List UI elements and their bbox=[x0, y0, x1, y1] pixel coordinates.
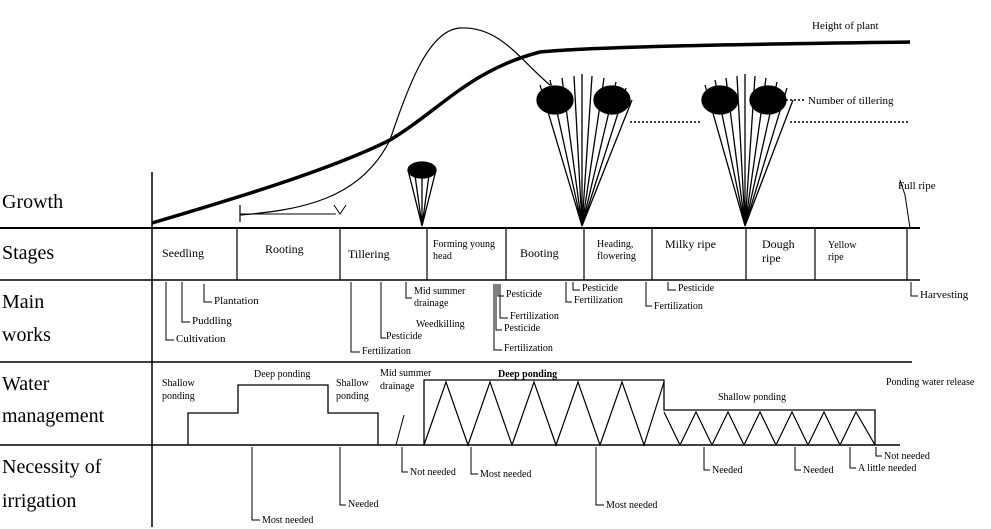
stage-milky-ripe: Milky ripe bbox=[665, 238, 716, 250]
row-label-stages: Stages bbox=[2, 243, 54, 263]
row-label-growth: Growth bbox=[2, 192, 63, 212]
full-ripe-label: Full ripe bbox=[898, 181, 936, 192]
stage-yellow-ripe: Yellow ripe bbox=[828, 240, 868, 264]
height-of-plant-label: Height of plant bbox=[812, 21, 879, 32]
stage-heading-flowering: Heading, flowering bbox=[597, 239, 647, 262]
stage-rooting: Rooting bbox=[265, 243, 304, 255]
water-mid-summer-drainage: Mid summer drainage bbox=[380, 367, 440, 393]
row-label-main-works-1: Main bbox=[2, 292, 44, 312]
irrigation-not-needed-2: Not needed bbox=[884, 452, 930, 462]
work-pesticide-3: Pesticide bbox=[504, 324, 540, 334]
water-deep-ponding-1: Deep ponding bbox=[254, 370, 310, 380]
row-label-irrigation-2: irrigation bbox=[2, 491, 76, 511]
number-of-tillering-curve bbox=[240, 28, 550, 215]
stage-dough-ripe: Dough ripe bbox=[762, 237, 812, 266]
work-puddling: Puddling bbox=[192, 316, 232, 327]
height-of-plant-curve bbox=[152, 42, 910, 223]
plant-booting-icon bbox=[537, 74, 632, 226]
irrigation-most-needed-2: Most needed bbox=[480, 470, 531, 480]
irrigation-needed-2: Needed bbox=[712, 466, 743, 476]
work-plantation: Plantation bbox=[214, 296, 259, 307]
work-mid-summer-drainage: Mid summer drainage bbox=[414, 286, 488, 309]
stage-forming-young-head: Forming young head bbox=[433, 239, 501, 262]
stage-tillering: Tillering bbox=[348, 248, 390, 260]
water-ponding-water-release: Ponding water release bbox=[886, 376, 976, 389]
plant-ripe-icon bbox=[702, 74, 793, 226]
water-deep-ponding-2: Deep ponding bbox=[498, 370, 557, 380]
water-shallow-ponding-2: Shallow ponding bbox=[336, 377, 380, 403]
work-pesticide-2: Pesticide bbox=[506, 290, 542, 300]
water-level-line-2 bbox=[424, 380, 875, 445]
plant-small-icon bbox=[408, 162, 436, 226]
irrigation-not-needed-1: Not needed bbox=[410, 468, 456, 478]
work-pesticide-1: Pesticide bbox=[386, 332, 422, 342]
water-shallow-ponding-1: Shallow ponding bbox=[162, 377, 206, 403]
row-label-water-1: Water bbox=[2, 374, 49, 394]
work-cultivation: Cultivation bbox=[176, 334, 226, 345]
irrigation-needed-3: Needed bbox=[803, 466, 834, 476]
row-label-water-2: management bbox=[2, 406, 104, 426]
work-fertilization-4: Fertilization bbox=[574, 296, 623, 306]
irrigation-most-needed-1: Most needed bbox=[262, 516, 313, 526]
work-fertilization-2: Fertilization bbox=[510, 312, 559, 322]
work-pesticide-4: Pesticide bbox=[582, 284, 618, 294]
deep-ponding-zigzag bbox=[424, 382, 664, 445]
row-label-main-works-2: works bbox=[2, 325, 51, 345]
irrigation-needed-1: Needed bbox=[348, 500, 379, 510]
stage-seedling: Seedling bbox=[162, 247, 204, 259]
work-fertilization-5: Fertilization bbox=[654, 302, 703, 312]
number-of-tillering-label: Number of tillering bbox=[808, 96, 894, 107]
work-weedkilling: Weedkilling bbox=[416, 320, 465, 330]
stage-booting: Booting bbox=[520, 247, 559, 259]
row-label-irrigation-1: Necessity of bbox=[2, 457, 101, 477]
work-pesticide-5: Pesticide bbox=[678, 284, 714, 294]
work-fertilization-1: Fertilization bbox=[362, 347, 411, 357]
water-shallow-ponding-3: Shallow ponding bbox=[718, 393, 786, 403]
work-fertilization-3: Fertilization bbox=[504, 344, 553, 354]
shallow-ponding-zigzag bbox=[664, 412, 875, 445]
work-harvesting: Harvesting bbox=[920, 290, 968, 301]
irrigation-a-little-needed: A little needed bbox=[858, 464, 916, 474]
irrigation-most-needed-3: Most needed bbox=[606, 501, 657, 511]
